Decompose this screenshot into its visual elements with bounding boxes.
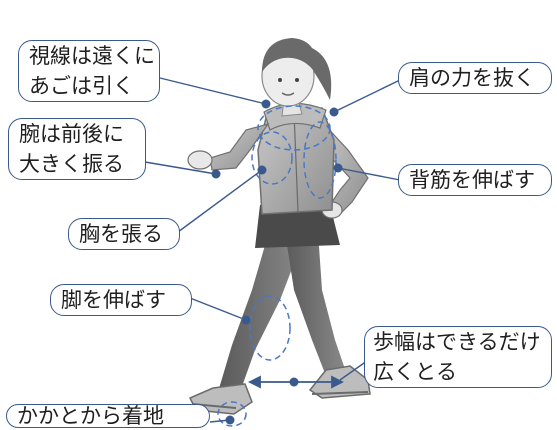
- label-heel: かかとから着地: [6, 404, 210, 428]
- label-arms: 腕は前後に 大きく振る: [8, 118, 146, 180]
- label-stride-line2: 広くとる: [373, 360, 457, 384]
- label-legs-text: 脚を伸ばす: [61, 288, 166, 312]
- label-gaze: 視線は遠くに あごは引く: [18, 40, 160, 102]
- back-highlight: [303, 121, 337, 199]
- front-arm: [187, 122, 270, 171]
- label-legs: 脚を伸ばす: [50, 284, 192, 316]
- label-arms-line1: 腕は前後に: [19, 122, 124, 146]
- stride-arrow: [247, 375, 345, 389]
- leader-lines: [144, 77, 401, 423]
- label-arms-line2: 大きく振る: [19, 152, 124, 176]
- shoulder-highlight: [257, 105, 331, 151]
- front-leg: [285, 232, 371, 399]
- leg-highlight: [249, 295, 291, 361]
- label-shoulders-text: 肩の力を抜く: [409, 66, 535, 90]
- label-stride: 歩幅はできるだけ 広くとる: [364, 326, 552, 388]
- label-back-text: 背筋を伸ばす: [409, 168, 535, 192]
- label-chest-text: 胸を張る: [79, 222, 163, 246]
- chest-highlight: [251, 131, 293, 185]
- label-back: 背筋を伸ばす: [398, 164, 552, 196]
- ponytail: [312, 48, 332, 100]
- label-stride-line1: 歩幅はできるだけ: [373, 330, 541, 354]
- label-chest: 胸を張る: [68, 218, 180, 250]
- label-shoulders: 肩の力を抜く: [398, 62, 552, 94]
- highlight-circles: [217, 105, 337, 427]
- label-heel-text: かかとから着地: [17, 404, 164, 428]
- label-gaze-line2: あごは引く: [29, 74, 134, 98]
- skirt: [255, 205, 340, 248]
- back-leg: [188, 235, 305, 415]
- label-gaze-line1: 視線は遠くに: [29, 44, 155, 68]
- head: [261, 38, 332, 117]
- heel-highlight: [217, 401, 247, 427]
